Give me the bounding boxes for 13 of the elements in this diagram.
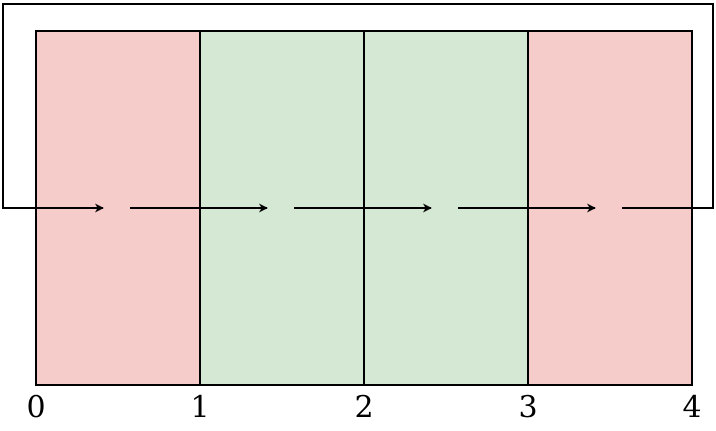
axis-number: 4 — [682, 393, 702, 423]
axis-number: 1 — [190, 393, 210, 423]
arrow — [458, 204, 596, 212]
region-box — [527, 30, 693, 386]
axis-number: 3 — [518, 393, 538, 423]
arrow — [130, 204, 268, 212]
region-box — [363, 30, 529, 386]
arrow — [2, 3, 714, 212]
arrow — [294, 204, 432, 212]
region-box — [35, 30, 201, 386]
axis-number: 2 — [354, 393, 374, 423]
axis-number: 0 — [26, 393, 46, 423]
region-box — [199, 30, 365, 386]
